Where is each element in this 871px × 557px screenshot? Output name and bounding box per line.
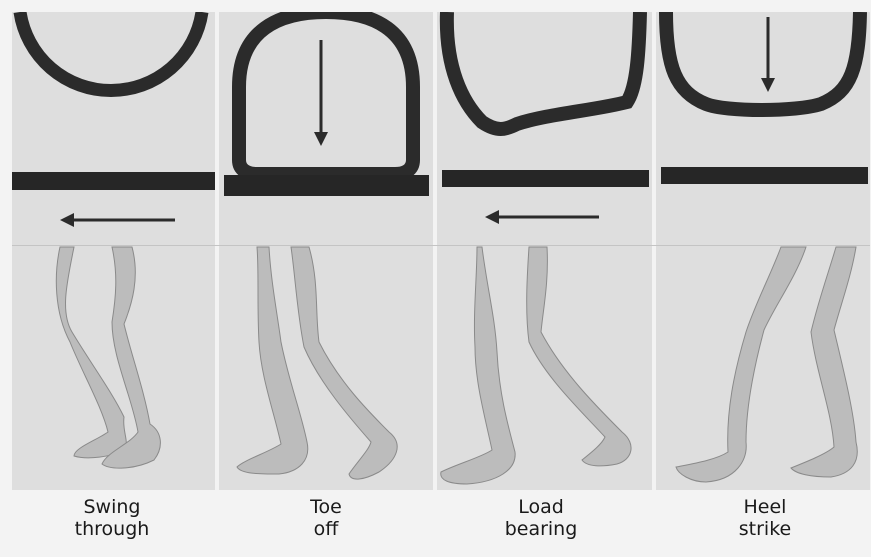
caption-line-1: Load: [433, 496, 649, 518]
motion-arrowhead: [485, 210, 499, 224]
ground-bar: [661, 167, 868, 184]
caption-heel-strike: Heel strike: [657, 496, 871, 540]
caption-line-2: strike: [657, 518, 871, 540]
load-bearing-diagram: [437, 12, 652, 490]
caption-line-1: Swing: [4, 496, 220, 518]
ground-bar: [12, 172, 215, 190]
wheel-ring: [666, 12, 860, 110]
ground-bar: [442, 170, 649, 187]
wheel-ring: [20, 12, 202, 90]
caption-line-2: bearing: [433, 518, 649, 540]
legs-illustration: [237, 247, 397, 479]
legs-illustration: [441, 247, 631, 484]
caption-line-2: off: [218, 518, 434, 540]
caption-line-1: Heel: [657, 496, 871, 518]
wheel-ring: [447, 12, 640, 129]
wheel-ring: [239, 12, 413, 174]
caption-load-bearing: Load bearing: [433, 496, 649, 540]
caption-line-1: Toe: [218, 496, 434, 518]
motion-arrowhead: [60, 213, 74, 227]
load-arrowhead: [761, 78, 775, 92]
legs-illustration: [676, 247, 857, 482]
caption-toe-off: Toe off: [218, 496, 434, 540]
load-arrowhead: [314, 132, 328, 146]
panel-load-bearing: [437, 12, 652, 490]
toe-off-diagram: [219, 12, 433, 490]
panel-toe-off: [219, 12, 433, 490]
caption-line-2: through: [4, 518, 220, 540]
caption-swing-through: Swing through: [4, 496, 220, 540]
panel-divider-line: [12, 245, 870, 246]
heel-strike-diagram: [656, 12, 870, 490]
panel-heel-strike: [656, 12, 870, 490]
ground-bar: [224, 175, 429, 196]
panel-swing-through: [12, 12, 215, 490]
swing-through-diagram: [12, 12, 215, 490]
legs-illustration: [56, 247, 160, 468]
